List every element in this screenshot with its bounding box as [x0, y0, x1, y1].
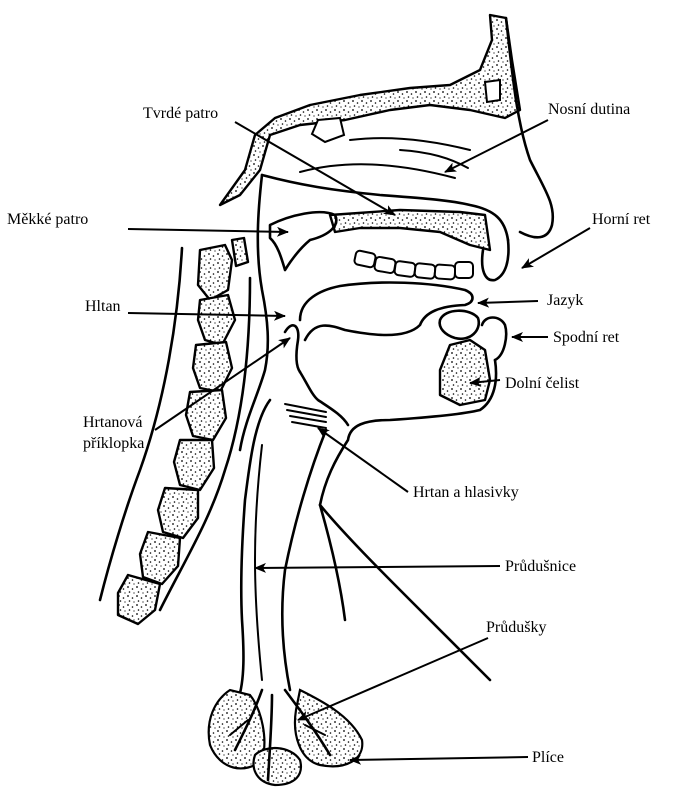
lung-bottom [254, 748, 301, 785]
label-dolni-celist: Dolní čelist [505, 374, 579, 394]
lower-lip [440, 311, 479, 339]
label-hltan: Hltan [85, 297, 121, 317]
arrow-hrtan [318, 428, 408, 492]
trachea-left-wall [238, 400, 270, 700]
label-hrtanova-line2: příklopka [83, 433, 144, 454]
trachea-right-wall [282, 430, 326, 690]
label-mekke-patro: Měkké patro [7, 210, 88, 230]
epiglottis [285, 325, 300, 372]
skull-hole-2 [485, 80, 500, 102]
label-nosni-dutina: Nosní dutina [548, 100, 630, 120]
label-hrtanova-line1: Hrtanová [83, 412, 144, 433]
skull-hole-1 [312, 118, 344, 142]
upper-teeth [354, 250, 473, 280]
arrow-plice [350, 757, 528, 760]
arrow-prudusky [298, 638, 488, 720]
turbinate-2 [300, 164, 455, 178]
label-horni-ret: Horní ret [592, 210, 650, 230]
label-hrtan-a-hlasivky: Hrtan a hlasivky [413, 483, 519, 503]
label-prudusnice: Průdušnice [505, 557, 576, 577]
arrow-horni-ret [522, 228, 590, 268]
arrow-prudusnice [255, 566, 500, 568]
label-tvrde-patro: Tvrdé patro [143, 104, 218, 124]
label-jazyk: Jazyk [547, 291, 583, 311]
arrow-jazyk [478, 301, 538, 303]
turbinate-1 [350, 138, 470, 150]
esophagus [320, 505, 345, 620]
label-prudusky: Průdušky [486, 618, 546, 638]
tongue [300, 283, 473, 340]
soft-palate [270, 212, 336, 270]
hard-palate [330, 210, 490, 250]
label-hrtanova-priklopka: Hrtanová příklopka [83, 412, 144, 454]
chin-throat [320, 360, 496, 680]
nose-profile [506, 18, 553, 237]
label-plice: Plíce [532, 748, 564, 768]
vocal-folds [285, 404, 326, 428]
lower-jaw [440, 340, 490, 405]
arrow-mekke-patro [128, 229, 288, 232]
label-spodni-ret: Spodní ret [553, 328, 619, 348]
trachea-inner [255, 445, 262, 680]
